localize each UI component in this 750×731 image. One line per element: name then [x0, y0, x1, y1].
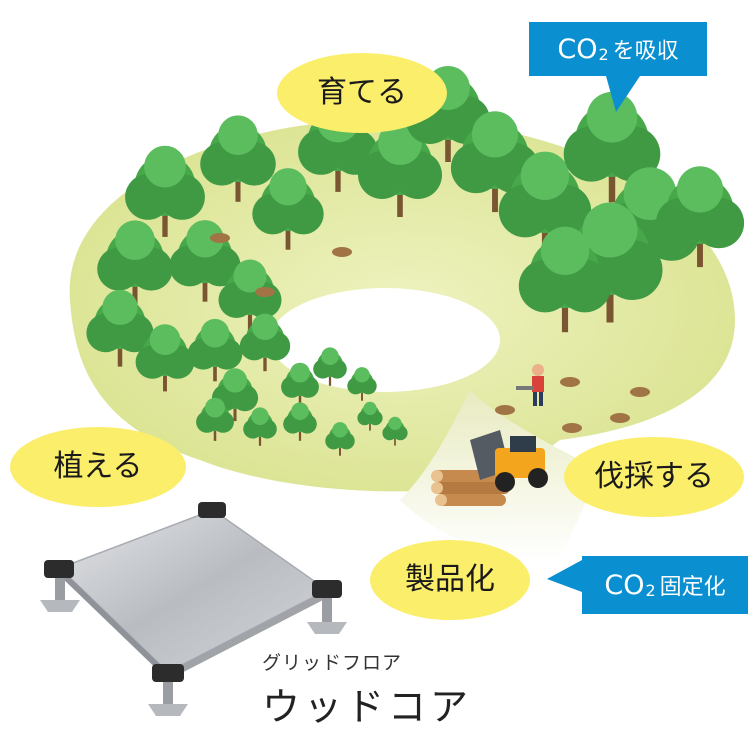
bubble-harvest: [564, 437, 744, 517]
tree: [169, 220, 241, 302]
harvest-label: 伐採する: [594, 459, 714, 494]
forestry-machine: [431, 430, 548, 506]
co2-fix-prefix: CO: [604, 569, 645, 601]
tree: [325, 422, 355, 456]
product-name: ウッドコア: [262, 685, 473, 729]
tree: [239, 313, 291, 372]
log-pile: [431, 470, 510, 506]
tree: [518, 226, 612, 333]
tree: [357, 401, 383, 431]
lumberjack-figure: [516, 364, 544, 406]
tree: [200, 115, 276, 202]
product-subtitle: グリッドフロア: [262, 652, 403, 674]
bubbles: [10, 53, 744, 620]
co2-fix-subscript: 2: [645, 580, 656, 600]
access-floor-panel: [40, 502, 347, 716]
bubble-manufacture: [370, 540, 530, 620]
plant-label: 植える: [53, 449, 143, 484]
tree: [135, 324, 195, 392]
tree-stumps: [210, 233, 650, 433]
forest-trees: [86, 66, 745, 456]
tree: [313, 347, 347, 386]
tree: [347, 367, 377, 401]
bubble-grow: [277, 53, 447, 133]
tree: [281, 362, 319, 406]
tree: [283, 402, 317, 441]
co2-absorb-prefix: CO: [557, 33, 598, 65]
co2-absorb-suffix: を吸収: [612, 39, 679, 64]
tree: [125, 145, 205, 237]
tree: [563, 91, 661, 203]
tree: [218, 259, 282, 332]
tree: [450, 111, 540, 213]
tree: [382, 416, 408, 446]
tree: [86, 289, 154, 367]
tree: [243, 407, 277, 446]
tree: [655, 166, 745, 268]
bubble-plant: [10, 427, 186, 507]
tree: [196, 397, 234, 441]
manufacture-label: 製品化: [405, 562, 495, 597]
tree: [498, 151, 592, 258]
co2-fix-suffix: 固定化: [659, 575, 726, 600]
tree: [97, 220, 173, 307]
co2-absorb-subscript: 2: [598, 44, 609, 64]
co2-fix-pointer: [547, 560, 582, 592]
co2-absorb-pointer: [606, 76, 640, 112]
tree: [187, 318, 243, 382]
tree: [252, 168, 324, 250]
grow-label: 育てる: [317, 75, 407, 110]
